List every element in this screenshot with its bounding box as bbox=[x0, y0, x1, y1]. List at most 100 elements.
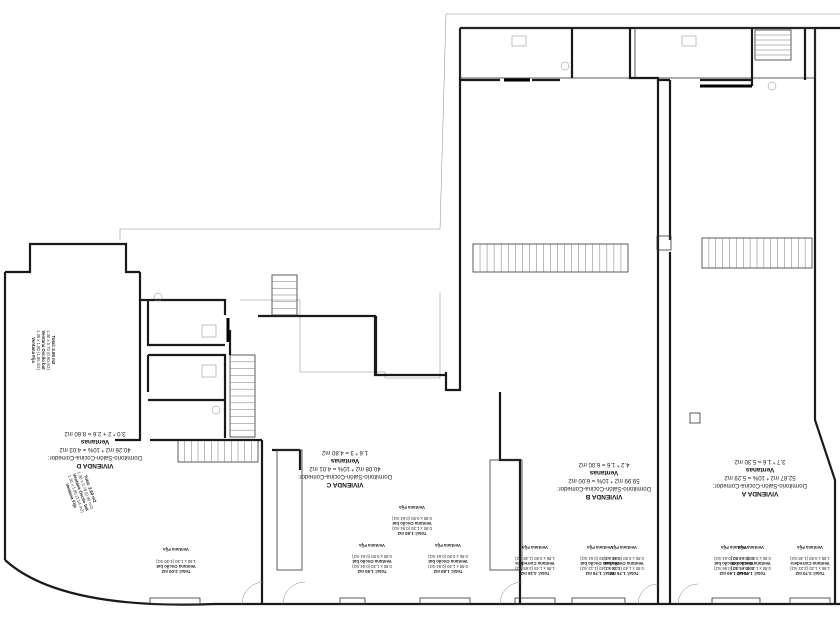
vivienda-d-line-1: Dormitorio-Salón-Cocina-Comedor: bbox=[48, 454, 142, 460]
window-note-line: 1.85 x 1.45 (2.68 m2) bbox=[514, 566, 554, 571]
vivienda-a-line-1: Dormitorio-Salón-Cocina-Comedor: bbox=[713, 482, 807, 488]
window-sill bbox=[149, 597, 201, 605]
stair-treads bbox=[184, 34, 806, 462]
window-note-line: Total: 1.60 m2 bbox=[433, 569, 463, 574]
window-note-line: 0.80 x 1.40 (1.12 m2) bbox=[579, 566, 619, 571]
vivienda-d-title: VIVIENDA D bbox=[76, 462, 113, 469]
window-sill bbox=[419, 597, 471, 605]
window-note-b-right: Total: 1.76 m20.80 x 1.40 (1.12 m2)Venta… bbox=[603, 545, 643, 576]
window-note-line: 0.80 x 1.30 (0.94 m2) bbox=[391, 526, 431, 531]
window-sill bbox=[711, 597, 761, 605]
d-bottom-line-4: Ventana Fija bbox=[163, 547, 189, 552]
window-sill bbox=[571, 597, 626, 605]
window-note-line: Total: 1.60 m2 bbox=[736, 571, 766, 576]
window-note-line: 0.80 x 0.80 (0.64 m2) bbox=[391, 516, 431, 521]
vivienda-b-line-1: Dormitorio-Salón-Cocina-Comedor: bbox=[557, 485, 651, 491]
window-note-line: 0.80 x 0.80 (0.64 m2) bbox=[603, 556, 643, 561]
d-bottom-line-1: Total: 2.00 m2 bbox=[161, 569, 191, 574]
vivienda-b-line-4: 4.2 * 1.6 = 6.00 m2 bbox=[578, 461, 630, 467]
bottom-window-notes: Total: 1.60 m20.80 x 1.30 (0.64 m2)Venta… bbox=[351, 505, 829, 576]
window-sill bbox=[514, 597, 556, 605]
d-bottom-line-3: 1.50 x 1.30 (1.30 m2) bbox=[155, 559, 195, 564]
entrance-doors bbox=[241, 581, 699, 605]
window-note-line: 0.80 x 0.80 (0.64 m2) bbox=[730, 556, 770, 561]
d-bottom-line-2: Ventana Oscilo bat bbox=[156, 564, 196, 569]
window-note-line: Total: 3.70 m2 bbox=[795, 571, 825, 576]
d-top-line-4: 1.30 x 0.70 (0.90 m2) bbox=[46, 330, 51, 370]
vivienda-b-title: VIVIENDA B bbox=[585, 493, 622, 500]
window-sill bbox=[339, 597, 366, 605]
vivienda-d-line-3: Ventanas bbox=[80, 438, 109, 445]
window-note-line: 1.85 x 0.80 (1.48 m2) bbox=[514, 556, 554, 561]
vivienda-a-line-4: 3.7 * 1.6 = 5.30 m2 bbox=[734, 458, 786, 464]
d-top-line-3: Ventana Oscilo bat bbox=[41, 330, 46, 370]
vivienda-c-label: VIVIENDA C Dormitorio-Salón-Cocina-Comed… bbox=[298, 449, 392, 488]
window-note-line: 0.80 x 1.30 (0.96 m2) bbox=[713, 566, 753, 571]
window-note-c-upper: Total: 1.60 m20.80 x 1.30 (0.94 m2)Venta… bbox=[391, 505, 431, 536]
window-note-line: Ventana Fija bbox=[359, 543, 385, 548]
window-note-a-mid: Total: 1.60 m20.80 x 1.30 (0.96 m2)Venta… bbox=[730, 545, 770, 576]
stair-runs bbox=[177, 29, 813, 463]
window-note-b-mid: Total: 1.76 m20.80 x 1.40 (1.12 m2)Venta… bbox=[579, 545, 619, 576]
vivienda-d-line-2: 40.26 m2 * 10% = 4.03 m2 bbox=[59, 446, 131, 452]
viviendas-cd-interior bbox=[115, 292, 523, 604]
window-note-line: Ventana Oscilo bat bbox=[580, 561, 620, 566]
window-note-line: Ventana Fija bbox=[611, 545, 637, 550]
vivienda-c-line-4: 1.6 * 3 = 4.80 m2 bbox=[321, 449, 368, 455]
vivienda-d-line-4: 3.0 * 2 + 2.6 = 8.60 m2 bbox=[64, 430, 126, 436]
window-note-line: 1.85 x 1.20 (2.22 m2) bbox=[789, 566, 829, 571]
vivienda-b-line-3: Ventanas bbox=[589, 469, 618, 476]
window-note-line: Total: 4.16 m2 bbox=[520, 571, 550, 576]
window-note-line: Total: 1.76 m2 bbox=[609, 571, 639, 576]
vivienda-b-line-2: 59.99 m2 * 10% = 6.00 m2 bbox=[568, 477, 640, 483]
window-note-line: 0.80 x 1.30 (0.96 m2) bbox=[730, 566, 770, 571]
window-note-line: Ventana Oscilo bat bbox=[428, 559, 468, 564]
window-note-line: 0.80 x 0.80 (0.64 m2) bbox=[351, 554, 391, 559]
vivienda-a-title: VIVIENDA A bbox=[741, 490, 778, 497]
vivienda-c-line-3: Ventanas bbox=[330, 457, 359, 464]
d-top-line-2: 1.30 x 1.80 (1.95 m2) bbox=[36, 330, 41, 370]
window-note-line: 1.85 x 0.80 (1.48 m2) bbox=[789, 556, 829, 561]
window-note-line: Ventana Corredera bbox=[790, 561, 830, 566]
window-note-line: Ventana Oscilo bat bbox=[731, 561, 771, 566]
window-note-line: Ventana Fija bbox=[399, 505, 425, 510]
window-note-line: Ventana Fija bbox=[797, 545, 823, 550]
window-note-c-left: Total: 1.60 m20.80 x 1.30 (0.64 m2)Venta… bbox=[351, 543, 391, 574]
site-boundary bbox=[119, 13, 840, 379]
window-note-c-mid: Total: 1.60 m20.80 x 1.30 (0.94 m2)Venta… bbox=[427, 543, 467, 574]
window-note-line: Ventana Oscilo bat bbox=[352, 559, 392, 564]
viviendas-ab-upper bbox=[458, 27, 816, 604]
window-note-b-left: Total: 4.16 m21.85 x 1.45 (2.68 m2)Venta… bbox=[514, 545, 554, 576]
window-note-line: 0.80 x 1.30 (0.64 m2) bbox=[351, 564, 391, 569]
window-note-line: Total: 1.60 m2 bbox=[719, 571, 749, 576]
vivienda-a-line-3: Ventanas bbox=[745, 466, 774, 473]
vivienda-a-label: VIVIENDA A Dormitorio-Salón-Cocina-Comed… bbox=[713, 458, 807, 497]
window-note-line: Ventana Corredera bbox=[515, 561, 555, 566]
vivienda-c-title: VIVIENDA C bbox=[326, 481, 363, 488]
window-note-line: Ventana Oscilo bat bbox=[604, 561, 644, 566]
d-top-line-1: Ventana Fija bbox=[31, 337, 36, 363]
window-note-line: Ventana Oscilo bat bbox=[392, 521, 432, 526]
window-note-line: Total: 1.60 m2 bbox=[357, 569, 387, 574]
window-note-line: 0.80 x 1.30 (0.94 m2) bbox=[427, 564, 467, 569]
vivienda-c-line-1: Dormitorio-Salón-Cocina-Comedor: bbox=[298, 473, 392, 479]
vivienda-b-label: VIVIENDA B Dormitorio-Salón-Cocina-Comed… bbox=[557, 461, 651, 500]
window-note-line: Total: 1.60 m2 bbox=[397, 531, 427, 536]
window-note-line: 0.80 x 1.40 (1.12 m2) bbox=[603, 566, 643, 571]
window-note-a-right: Total: 3.70 m21.85 x 1.20 (2.22 m2)Venta… bbox=[789, 545, 829, 576]
window-note-line: Ventana Fija bbox=[721, 545, 747, 550]
window-note-d-curve: Ventana Fija 1.30 x 1.80 (1.54 m2) Venta… bbox=[65, 471, 98, 514]
window-note-line: Ventana Fija bbox=[435, 543, 461, 548]
vivienda-c-line-2: 40.08 m2 * 10% = 4.01 m2 bbox=[309, 465, 381, 471]
window-note-line: Ventana Fija bbox=[587, 545, 613, 550]
window-note-line: Total: 1.76 m2 bbox=[585, 571, 615, 576]
window-note-line: 0.80 x 0.80 (0.64 m2) bbox=[713, 556, 753, 561]
window-note-line: 0.80 x 0.80 (0.64 m2) bbox=[579, 556, 619, 561]
window-sill bbox=[789, 597, 831, 605]
window-note-line: Ventana Fija bbox=[738, 545, 764, 550]
window-note-a-left: Total: 1.60 m20.80 x 1.30 (0.96 m2)Venta… bbox=[713, 545, 753, 576]
vivienda-a-line-2: 52.87 m2 * 10% = 5.29 m2 bbox=[724, 474, 796, 480]
vivienda-d-label: VIVIENDA D Dormitorio-Salón-Cocina-Comed… bbox=[48, 430, 142, 469]
window-note-line: Ventana Oscilo bat bbox=[714, 561, 754, 566]
